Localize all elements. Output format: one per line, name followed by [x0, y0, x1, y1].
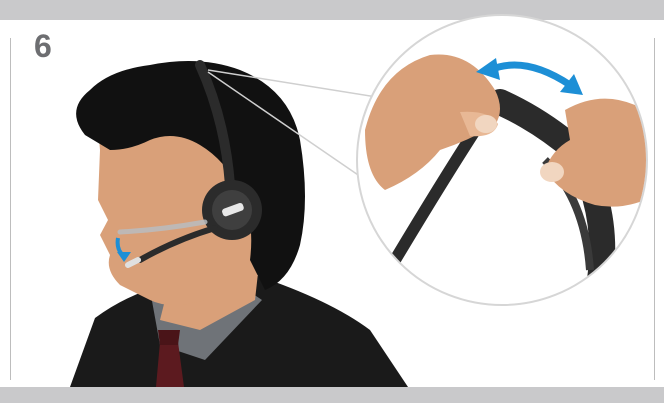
bottom-frame-bar: [0, 387, 664, 403]
